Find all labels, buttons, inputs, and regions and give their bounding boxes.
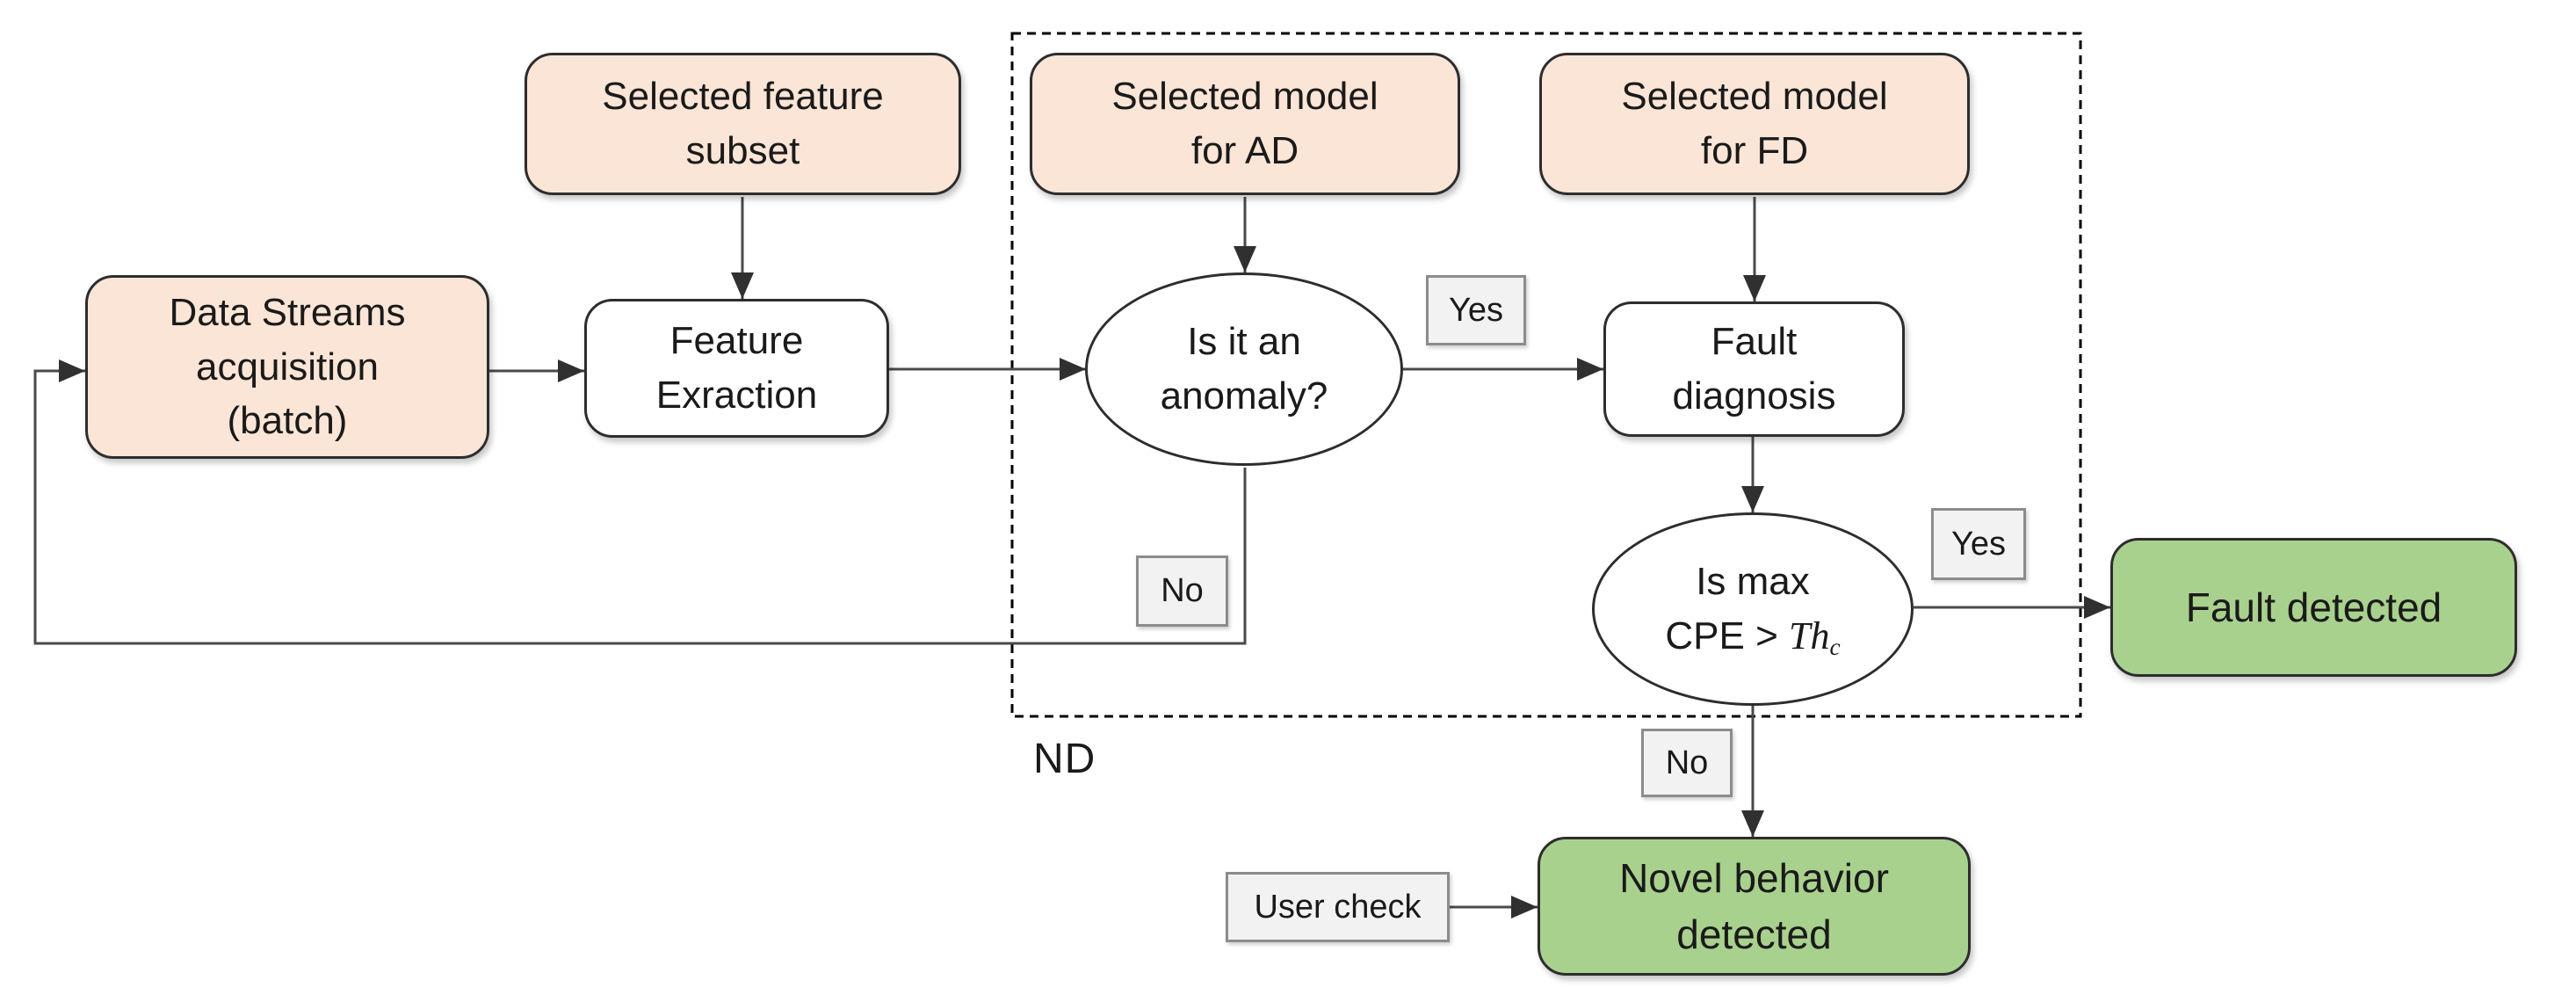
node-label-line: anomaly?: [1160, 374, 1328, 418]
node-label-line: (batch): [227, 399, 348, 443]
edge-label-text: No: [1161, 572, 1204, 609]
node-selected-model-ad: Selected model for AD: [1030, 53, 1460, 195]
edge-label-text: Yes: [1951, 525, 2006, 563]
decision-is-it-an-anomaly: Is it an anomaly?: [1085, 272, 1403, 466]
node-label-line: Selected model: [1621, 75, 1888, 119]
node-label-line: diagnosis: [1672, 374, 1836, 418]
node-data-streams-acquisition: Data Streams acquisition (batch): [85, 275, 489, 459]
edge-label-cpe-yes: Yes: [1931, 508, 2026, 580]
node-label-line: Exraction: [655, 374, 818, 417]
node-label-line: Feature: [669, 319, 804, 363]
arrow-anomaly-no-loopback: [33, 359, 1247, 645]
node-label-line: for AD: [1190, 129, 1299, 172]
node-label-line: CPE > Thc: [1665, 609, 1840, 664]
node-label-line: Selected model: [1111, 75, 1378, 119]
node-label-line: Fault detected: [2185, 584, 2442, 630]
node-fault-detected: Fault detected: [2110, 538, 2517, 677]
edge-label-text: Yes: [1449, 291, 1503, 329]
threshold-symbol: Th: [1789, 614, 1830, 657]
node-label-line: Data Streams: [169, 291, 406, 335]
node-label-line: Novel behavior: [1619, 854, 1889, 901]
decision-is-max-cpe-above-threshold: Is max CPE > Thc: [1592, 512, 1914, 706]
threshold-subscript: c: [1829, 633, 1841, 660]
node-label-line: acquisition: [196, 345, 379, 388]
node-novel-behavior-detected: Novel behavior detected: [1538, 837, 1971, 976]
node-feature-extraction: Feature Exraction: [584, 299, 889, 438]
nd-region-boundary: [1010, 32, 2082, 718]
node-fault-diagnosis: Fault diagnosis: [1603, 301, 1905, 437]
node-label-line: Fault: [1711, 320, 1798, 364]
node-label-line: subset: [685, 129, 800, 172]
node-selected-model-fd: Selected model for FD: [1539, 53, 1970, 195]
node-label-line: Is it an: [1187, 320, 1301, 364]
node-label-line: for FD: [1700, 129, 1809, 172]
edge-label-cpe-no: No: [1641, 729, 1733, 797]
node-label-line: Is max: [1696, 560, 1810, 604]
node-user-check: User check: [1226, 872, 1450, 942]
cpe-expression: CPE >: [1665, 614, 1790, 657]
edge-label-anomaly-no: No: [1136, 555, 1228, 627]
node-label-line: detected: [1676, 911, 1832, 957]
nd-region-label: ND: [1033, 736, 1096, 782]
edge-label-text: No: [1665, 744, 1709, 781]
node-label-line: Selected feature: [602, 75, 884, 119]
edge-label-anomaly-yes: Yes: [1426, 275, 1526, 345]
edge-label-text: User check: [1254, 888, 1422, 926]
node-selected-feature-subset: Selected feature subset: [525, 53, 961, 195]
